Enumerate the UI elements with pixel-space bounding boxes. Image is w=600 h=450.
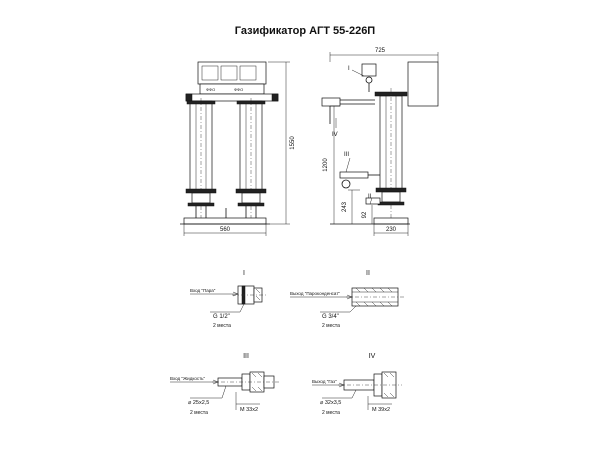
detail-ii: II Выход "Пароконденсат" G 3/4" 2 места — [290, 270, 404, 329]
detail-i-thread: G 1/2" — [213, 314, 230, 320]
callout-iii: III — [344, 152, 349, 158]
dim-side-1200: 1200 — [323, 158, 329, 172]
svg-text:ФФО: ФФО — [206, 87, 215, 92]
detail-iv-qty: 2 места — [322, 410, 340, 416]
detail-iv-pipe: ⌀ 32x3,5 — [320, 400, 341, 406]
callout-i: I — [348, 66, 350, 72]
dim-side-243: 243 — [342, 201, 348, 212]
dim-side-230: 230 — [386, 227, 397, 233]
detail-i-roman: I — [243, 270, 245, 277]
detail-iii-qty: 2 места — [190, 410, 208, 416]
dim-front-width: 560 — [220, 227, 231, 233]
detail-iv-thread: М 39x2 — [372, 407, 390, 413]
side-view: 725 1200 243 92 — [321, 48, 439, 236]
detail-ii-roman: II — [366, 270, 370, 277]
front-view: ФФО ФФО 560 — [180, 61, 296, 236]
detail-i-qty: 2 места — [213, 323, 231, 329]
detail-iv-label: Выход "Газ" — [312, 379, 337, 384]
detail-ii-label: Выход "Пароконденсат" — [290, 291, 340, 296]
detail-iv-roman: IV — [369, 353, 376, 360]
detail-iii: III Вход "Жидкость" ⌀ 25x2,5 2 места М 3… — [170, 353, 280, 416]
detail-ii-qty: 2 места — [322, 323, 340, 329]
detail-i: I Вход "Пара" G 1/2" 2 места — [190, 270, 268, 329]
dim-side-width: 725 — [375, 48, 386, 54]
detail-iii-pipe: ⌀ 25x2,5 — [188, 400, 209, 406]
detail-iii-thread: М 33x2 — [240, 407, 258, 413]
dim-side-92: 92 — [362, 211, 368, 218]
dim-total-height: 1550 — [290, 136, 296, 150]
drawing-title: Газификатор АГТ 55-226П — [235, 25, 376, 37]
callout-ii: II — [368, 194, 372, 200]
detail-iv: IV Выход "Газ" ⌀ 32x3,5 2 места М 39x2 — [312, 353, 402, 416]
svg-text:ФФО: ФФО — [234, 87, 243, 92]
detail-i-label: Вход "Пара" — [190, 288, 216, 293]
detail-ii-thread: G 3/4" — [322, 314, 339, 320]
detail-iii-roman: III — [243, 353, 249, 360]
callout-iv: IV — [332, 132, 338, 138]
detail-iii-label: Вход "Жидкость" — [170, 376, 205, 381]
